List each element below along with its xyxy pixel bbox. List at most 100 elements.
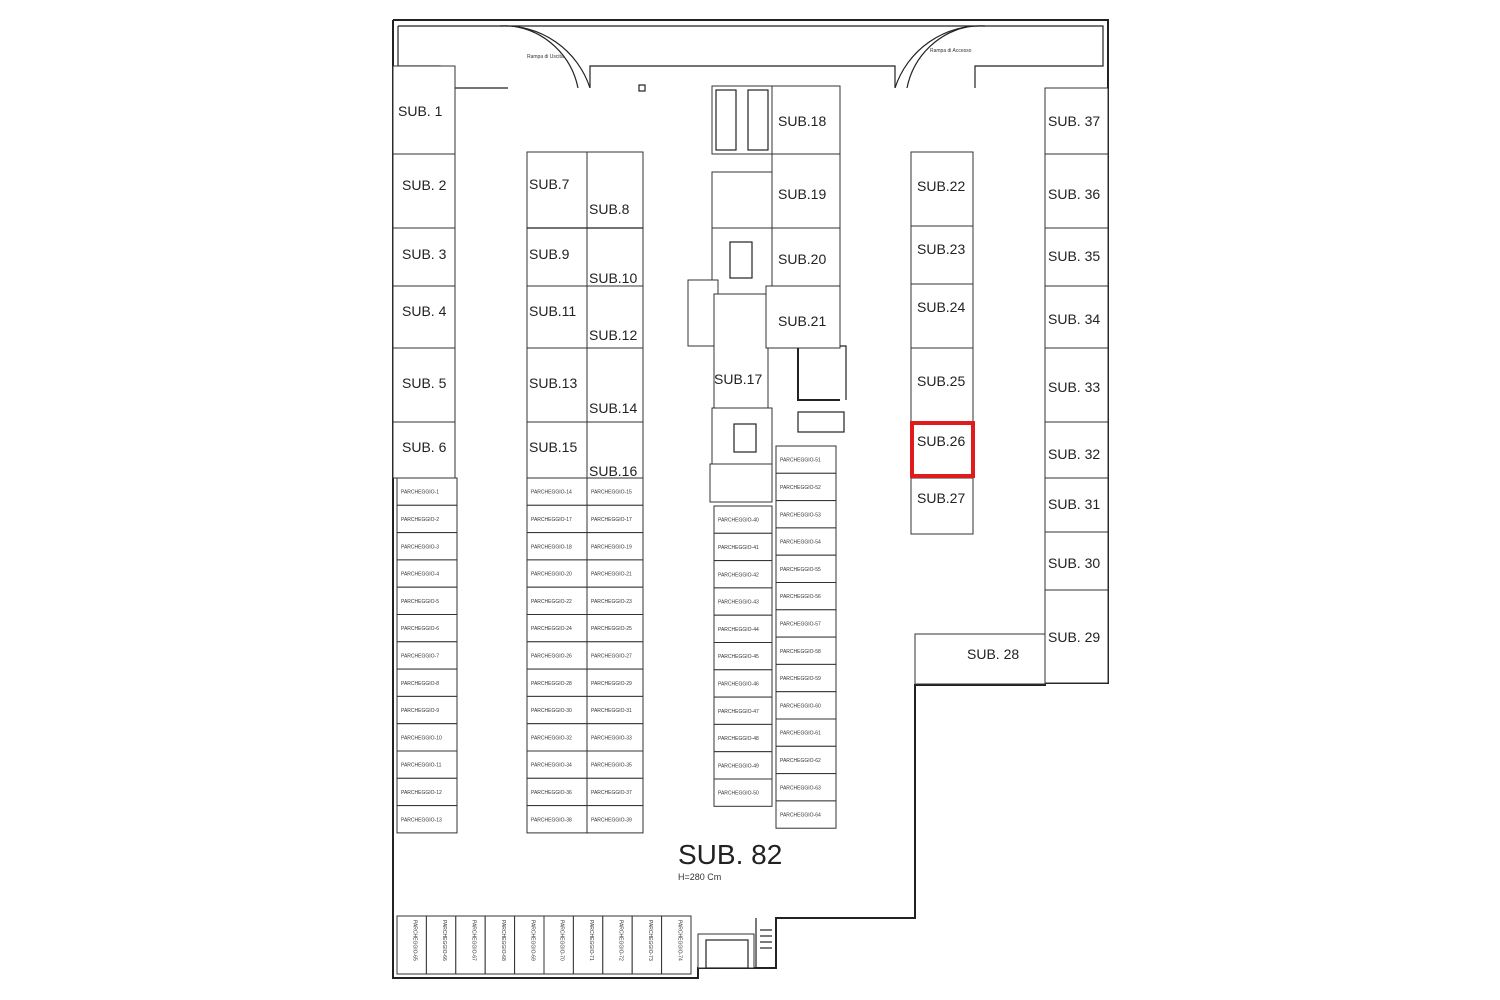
parking-stall: PARCHEGGIO-36 — [526, 777, 588, 807]
parking-stall-label: PARCHEGGIO-70 — [559, 920, 565, 961]
left-units: SUB. 1 SUB. 2 SUB. 3 SUB. 4 SUB. 5 SUB. … — [392, 65, 456, 479]
parking-stall: PARCHEGGIO-39 — [586, 805, 644, 834]
bottom-stair — [697, 918, 772, 969]
parking-stall: PARCHEGGIO-24 — [526, 614, 588, 643]
parking-stall-label: PARCHEGGIO-10 — [401, 735, 442, 741]
parking-stall-label: PARCHEGGIO-19 — [591, 544, 632, 550]
parking-stall-label: PARCHEGGIO-4 — [401, 572, 439, 578]
highlight-box-sub-26 — [910, 421, 975, 478]
parking-stall-label: PARCHEGGIO-59 — [780, 676, 821, 682]
parking-stall-box — [661, 915, 692, 975]
parking-stall-label: PARCHEGGIO-32 — [531, 735, 572, 741]
parking-stall: PARCHEGGIO-35 — [586, 750, 644, 779]
parking-stall: PARCHEGGIO-20 — [526, 559, 588, 588]
ramp-exit-label: Rampa di Uscita — [527, 54, 564, 60]
parking-stall-box — [602, 915, 633, 975]
unit-sub-24: SUB.24 — [917, 299, 965, 315]
parking-stall-label: PARCHEGGIO-41 — [718, 545, 759, 551]
unit-sub-3: SUB. 3 — [402, 246, 447, 262]
parking-stall-label: PARCHEGGIO-2 — [401, 517, 439, 523]
parking-stall: PARCHEGGIO-11 — [396, 750, 458, 779]
parking-stall-label: PARCHEGGIO-38 — [531, 817, 572, 823]
parking-stall-box — [396, 504, 458, 534]
parking-stall: PARCHEGGIO-67 — [455, 915, 486, 975]
parking-stall-label: PARCHEGGIO-8 — [401, 681, 439, 687]
parking-stall-box — [396, 805, 458, 834]
unit-sub-18: SUB.18 — [778, 113, 826, 129]
parking-stall: PARCHEGGIO-5 — [396, 586, 458, 616]
parking-stall-label: PARCHEGGIO-64 — [780, 813, 821, 819]
parking-stall-label: PARCHEGGIO-12 — [401, 790, 442, 796]
parking-stall-label: PARCHEGGIO-35 — [591, 763, 632, 769]
parking-stall: PARCHEGGIO-49 — [713, 751, 773, 780]
parking-stall-box — [396, 915, 427, 975]
parking-stall-box — [526, 532, 588, 561]
unit-sub-25: SUB.25 — [917, 373, 965, 389]
right-units: SUB. 37 SUB. 36 SUB. 35 SUB. 34 SUB. 33 … — [914, 87, 1109, 685]
parking-stall: PARCHEGGIO-42 — [713, 560, 773, 589]
parking-stall-box — [713, 669, 773, 698]
parking-stall: PARCHEGGIO-25 — [586, 614, 644, 643]
parking-stall: PARCHEGGIO-12 — [396, 777, 458, 807]
parking-stall: PARCHEGGIO-34 — [526, 750, 588, 779]
parking-stall: PARCHEGGIO-44 — [713, 614, 773, 644]
parking-stall-label: PARCHEGGIO-72 — [618, 920, 624, 961]
parking-stall-box — [586, 532, 644, 561]
parking-stall-box — [713, 587, 773, 616]
unit-sub-33: SUB. 33 — [1048, 379, 1100, 395]
parking-stall: PARCHEGGIO-68 — [484, 915, 516, 975]
parking-stall: PARCHEGGIO-21 — [586, 559, 644, 588]
parking-stall: PARCHEGGIO-15 — [586, 477, 644, 506]
parking-stall-box — [586, 777, 644, 807]
parking-stall-box — [713, 560, 773, 589]
parking-stall: PARCHEGGIO-30 — [526, 695, 588, 725]
parking-stall-box — [572, 915, 604, 975]
parking-stall-box — [396, 777, 458, 807]
parking-stall-label: PARCHEGGIO-6 — [401, 626, 439, 632]
unit-sub-34: SUB. 34 — [1048, 311, 1100, 327]
parking-stall: PARCHEGGIO-7 — [396, 641, 458, 670]
unit-sub-27: SUB.27 — [917, 490, 965, 506]
parking-stall: PARCHEGGIO-74 — [661, 915, 692, 975]
parking-stall: PARCHEGGIO-17 — [526, 504, 588, 534]
parking-stall-label: PARCHEGGIO-34 — [531, 763, 572, 769]
parking-stall-box — [396, 477, 458, 506]
parking-stall: PARCHEGGIO-52 — [775, 472, 837, 502]
second-units: SUB.7 SUB.8 SUB.9 SUB.10 SUB.11 SUB.12 S… — [526, 151, 644, 479]
parking-stall-box — [543, 915, 574, 975]
parking-stall-box — [396, 586, 458, 616]
parking-stall: PARCHEGGIO-2 — [396, 504, 458, 534]
parking-stall: PARCHEGGIO-56 — [775, 582, 837, 611]
unit-sub-29: SUB. 29 — [1048, 629, 1100, 645]
unit-sub-22: SUB.22 — [917, 178, 965, 194]
parking-stall: PARCHEGGIO-58 — [775, 636, 837, 665]
parking-stall-box — [713, 751, 773, 780]
parking-stall-label: PARCHEGGIO-44 — [718, 627, 759, 633]
parking-stall-label: PARCHEGGIO-53 — [780, 512, 821, 518]
parking-stall-label: PARCHEGGIO-47 — [718, 709, 759, 715]
parking-stall-label: PARCHEGGIO-37 — [591, 790, 632, 796]
parking-stall: PARCHEGGIO-19 — [586, 532, 644, 561]
parking-stall-label: PARCHEGGIO-17 — [591, 517, 632, 523]
parking-stall-box — [586, 668, 644, 697]
unit-sub-7: SUB.7 — [529, 176, 570, 192]
parking-stall-label: PARCHEGGIO-1 — [401, 490, 439, 496]
parking-stall: PARCHEGGIO-72 — [602, 915, 633, 975]
unit-sub-16: SUB.16 — [589, 463, 637, 479]
parking-stall: PARCHEGGIO-54 — [775, 527, 837, 556]
parking-stall: PARCHEGGIO-48 — [713, 723, 773, 753]
parking-stall-label: PARCHEGGIO-14 — [531, 490, 572, 496]
unit-sub-8: SUB.8 — [589, 201, 630, 217]
parking-stall-label: PARCHEGGIO-43 — [718, 600, 759, 606]
parking-stall: PARCHEGGIO-71 — [572, 915, 604, 975]
unit-sub-26[interactable]: SUB.26 — [917, 433, 965, 449]
parking-stall-label: PARCHEGGIO-31 — [591, 708, 632, 714]
parking-stall: PARCHEGGIO-40 — [713, 505, 773, 534]
ramp-access-label: Rampa di Accesso — [930, 48, 972, 54]
parking-stall-box — [586, 805, 644, 834]
parking-stall-box — [775, 554, 837, 584]
parking-stall-label: PARCHEGGIO-18 — [531, 544, 572, 550]
unit-sub-17: SUB.17 — [714, 371, 762, 387]
parking-stall-box — [775, 500, 837, 529]
